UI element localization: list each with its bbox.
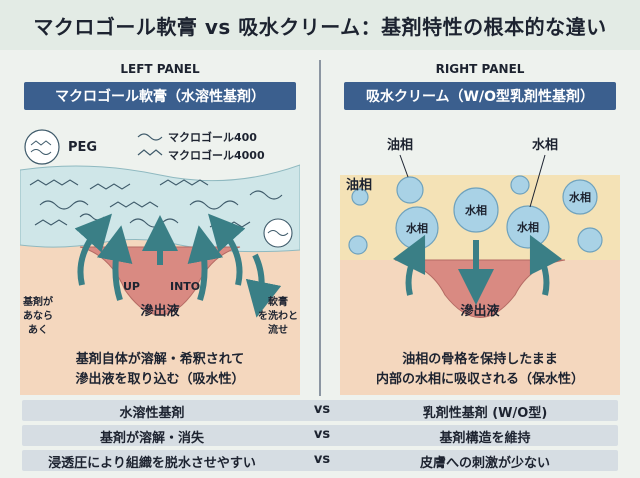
peg-label: PEG xyxy=(68,140,97,155)
right-panel-label: RIGHT PANEL xyxy=(435,62,525,76)
left-panel-label: LEFT PANEL xyxy=(120,62,200,76)
oil-phase-label-side: 油相 xyxy=(346,177,372,193)
legend-4000-label: マクロゴール4000 xyxy=(168,148,265,162)
left-panel-subtitle: マクロゴール軟膏（水溶性基剤） xyxy=(24,82,296,110)
left-caption-line1: 基剤自体が溶解・希釈されて xyxy=(75,351,245,367)
right-caption-line1: 油相の骨格を保持したまま xyxy=(402,351,558,367)
absorb-arrow-inner-right xyxy=(187,225,224,301)
panel-divider xyxy=(319,60,321,396)
legend-4000-icon xyxy=(137,149,163,156)
right-scene-diagram: 水相 水相 水相 水相 油相 水相 油相 滲出液 油相の骨格を保持したまま 内部… xyxy=(340,137,620,395)
exudate-label: 滲出液 xyxy=(460,303,499,319)
wash-label-line3: 流せ xyxy=(268,323,288,336)
comparison-vs: vs xyxy=(313,402,331,417)
exudate-label: 滲出液 xyxy=(140,303,179,319)
up-label: UP xyxy=(123,280,140,293)
droplet-label-4: 水相 xyxy=(569,190,591,204)
comparison-row: 水溶性基剤 vs 乳剤性基剤 (W/O型) xyxy=(22,400,618,421)
left-caption-line2: 滲出液を取り込む（吸水性） xyxy=(75,371,244,387)
legend-400-icon xyxy=(137,133,163,141)
comparison-vs: vs xyxy=(313,452,331,467)
absorb-arrow-left xyxy=(392,234,426,296)
wash-arrow xyxy=(245,253,282,318)
wash-label-line2: を洗わと xyxy=(258,309,298,322)
base-label-line1: 基剤が xyxy=(22,295,54,308)
absorb-arrow-left xyxy=(74,213,112,286)
comparison-right: 基剤構造を維持 xyxy=(439,431,531,446)
comparison-left: 水溶性基剤 xyxy=(119,406,185,421)
comparison-right: 乳剤性基剤 (W/O型) xyxy=(422,406,548,421)
left-scene-diagram: PEG マクロゴール400 マクロゴール4000 UP INTO 滲出液 基剤が… xyxy=(20,129,300,395)
peg-molecule-icon xyxy=(24,129,60,165)
page-title: マクロゴール軟膏 vs 吸水クリーム：基剤特性の根本的な違い xyxy=(0,0,640,50)
base-label-line2: あなら xyxy=(23,309,53,322)
absorb-arrow-right xyxy=(208,213,246,286)
oil-phase-label-top: 油相 xyxy=(387,137,413,153)
droplet-label-2: 水相 xyxy=(406,221,428,235)
comparison-row: 浸透圧により組織を脱水させやすい vs 皮膚への刺激が少ない xyxy=(22,450,618,471)
comparison-row: 基剤が溶解・消失 vs 基剤構造を維持 xyxy=(22,425,618,446)
droplet-label-1: 水相 xyxy=(465,203,487,217)
right-panel-subtitle: 吸水クリーム（W/O型乳剤性基剤） xyxy=(344,82,616,110)
absorb-arrow-right xyxy=(529,234,563,296)
water-phase-label-top: 水相 xyxy=(532,137,558,153)
legend-400-label: マクロゴール400 xyxy=(168,130,257,144)
right-caption-line2: 内部の水相に吸収される（保水性） xyxy=(376,371,584,387)
absorb-arrow-inner-left xyxy=(96,225,133,301)
base-label-line3: あく xyxy=(28,323,48,336)
droplet-label-3: 水相 xyxy=(517,220,539,234)
comparison-left: 基剤が溶解・消失 xyxy=(99,431,204,446)
water-pointer-line xyxy=(529,154,546,208)
comparison-left: 浸透圧により組織を脱水させやすい xyxy=(48,456,256,471)
oil-pointer-line xyxy=(399,154,409,178)
comparison-right: 皮膚への刺激が少ない xyxy=(419,456,550,471)
into-label: INTO xyxy=(170,280,200,293)
wash-label-line1: 軟膏 xyxy=(268,295,288,308)
comparison-vs: vs xyxy=(313,427,331,442)
